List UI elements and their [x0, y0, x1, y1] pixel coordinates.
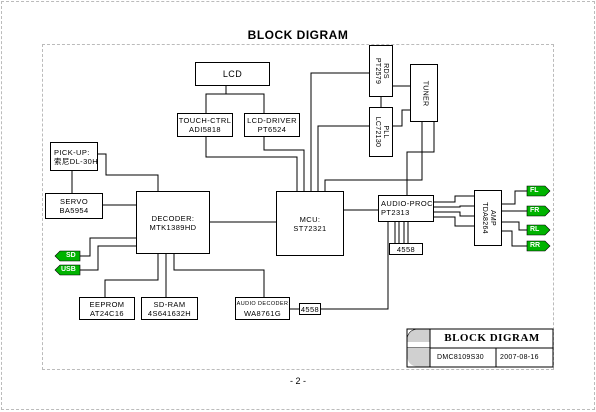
servo-name: SERVO — [59, 197, 89, 206]
wire-usb — [80, 245, 136, 271]
lcd-driver-block: LCD-DRIVER PT6524 — [244, 113, 300, 137]
rds-label: RDS PT2579 — [373, 45, 389, 97]
touch-ctrl-part: ADI5818 — [189, 125, 221, 134]
wire-decoder-eeprom — [104, 254, 159, 297]
wire-amp-fl — [502, 190, 527, 205]
page-number: - 2 - — [289, 376, 306, 386]
ic-4558-b-label: 4558 — [300, 304, 320, 314]
sdram-name: SD-RAM — [153, 299, 186, 309]
rds-block — [369, 45, 393, 97]
audio-proc-name: AUDIO-PROC — [381, 199, 433, 208]
servo-part: BA5954 — [59, 206, 89, 215]
tuner-name: TUNER — [421, 80, 429, 107]
ic-4558-b-block: 4558 — [299, 303, 321, 315]
port-usb-shape — [54, 264, 81, 276]
wire-4558-audio — [321, 222, 389, 310]
servo-block: SERVO BA5954 — [45, 193, 103, 219]
wire-amp-rl — [502, 221, 527, 231]
wire-audio-amp-1 — [434, 195, 474, 203]
rds-part: PT2579 — [374, 57, 381, 85]
wire-audio-amp-2 — [434, 205, 474, 208]
wire-mcu-pll — [317, 125, 369, 191]
wire-pll-tuner — [393, 109, 410, 127]
pickup-name: PICK-UP: — [54, 147, 90, 157]
port-rl-shape — [526, 224, 551, 236]
lcd-label: LCD — [222, 68, 243, 79]
port-fl-label: FL — [530, 187, 539, 194]
title-block-frame — [406, 328, 554, 368]
amp-name: AMP — [489, 209, 496, 227]
port-rl-label: RL — [530, 226, 540, 233]
wire-mcu-rds — [310, 72, 369, 191]
wire-amp-rr — [502, 230, 527, 247]
eeprom-block: EEPROM AT24C16 — [79, 297, 135, 320]
port-arrows — [54, 185, 551, 276]
title-block-date: 2007-08-16 — [500, 354, 539, 361]
port-fl-shape — [526, 185, 551, 197]
wire-tuner-audio — [406, 122, 435, 195]
ic-4558-a-label: 4558 — [396, 244, 416, 254]
pickup-part: 索尼DL-30H — [54, 156, 99, 166]
diagram-title: BLOCK DIGRAM — [247, 28, 349, 42]
audio-proc-part: PT2313 — [381, 208, 410, 217]
wire-audio-amp-4 — [434, 216, 474, 227]
mcu-block: MCU: ST72321 — [276, 191, 344, 256]
pll-label: PLL LC72130 — [373, 107, 389, 157]
eeprom-part: AT24C16 — [90, 308, 124, 318]
wire-driver-mcu — [263, 137, 305, 191]
tuner-block — [410, 64, 438, 122]
port-sd-shape — [54, 250, 81, 262]
wire-lcd-touch — [205, 86, 227, 113]
decoder-block: DECODER: MTK1389HD — [136, 191, 210, 254]
touch-ctrl-block: TOUCH-CTRL ADI5818 — [177, 113, 233, 137]
audio-decoder-block: AUDIO DECODER WA8761G — [235, 297, 290, 320]
lcd-driver-part: PT6524 — [257, 125, 287, 134]
decoder-name: DECODER: — [151, 213, 195, 223]
wire-mcu-tuner — [324, 122, 423, 191]
pickup-block: PICK-UP: 索尼DL-30H — [50, 142, 98, 171]
wire-pickup-decoder — [98, 153, 159, 191]
wire-sd — [80, 237, 136, 257]
wire-lcd-driver — [226, 93, 265, 113]
sdram-block: SD-RAM 4S641632H — [141, 297, 198, 320]
amp-label: AMP TDA8264 — [480, 193, 496, 243]
tuner-label: TUNER — [420, 69, 429, 119]
touch-ctrl-name: TOUCH-CTRL — [178, 116, 232, 125]
wire-touch-mcu — [205, 137, 298, 191]
audio-proc-block: AUDIO-PROC PT2313 — [378, 195, 434, 222]
eeprom-name: EEPROM — [89, 299, 125, 309]
ic-4558-a-block: 4558 — [389, 243, 423, 255]
title-block-doc-number: DMC8109S30 — [437, 354, 484, 361]
wire-decoder-audiodec — [173, 254, 265, 297]
rds-name: RDS — [382, 63, 389, 79]
pll-name: PLL — [382, 125, 389, 139]
port-fr-shape — [526, 205, 551, 217]
audio-decoder-name: AUDIO DECODER — [236, 300, 289, 307]
port-fr-label: FR — [530, 207, 540, 214]
lcd-block: LCD — [195, 62, 270, 86]
title-block-title: BLOCK DIGRAM — [444, 332, 540, 344]
wire-audio-amp-3 — [434, 211, 474, 217]
port-rr-label: RR — [530, 242, 541, 249]
port-rr-shape — [526, 240, 551, 252]
port-sd-label: SD — [66, 252, 76, 259]
lcd-driver-name: LCD-DRIVER — [247, 116, 297, 125]
decoder-part: MTK1389HD — [149, 222, 197, 232]
audio-decoder-part: WA8761G — [243, 308, 282, 318]
mcu-part: ST72321 — [293, 223, 327, 233]
sdram-part: 4S641632H — [147, 308, 192, 318]
pll-part: LC72130 — [374, 116, 381, 148]
mcu-name: MCU: — [299, 214, 321, 224]
amp-block — [474, 190, 502, 246]
amp-part: TDA8264 — [481, 202, 488, 234]
port-usb-label: USB — [61, 266, 76, 273]
pll-block — [369, 107, 393, 157]
page-frame — [42, 44, 554, 370]
